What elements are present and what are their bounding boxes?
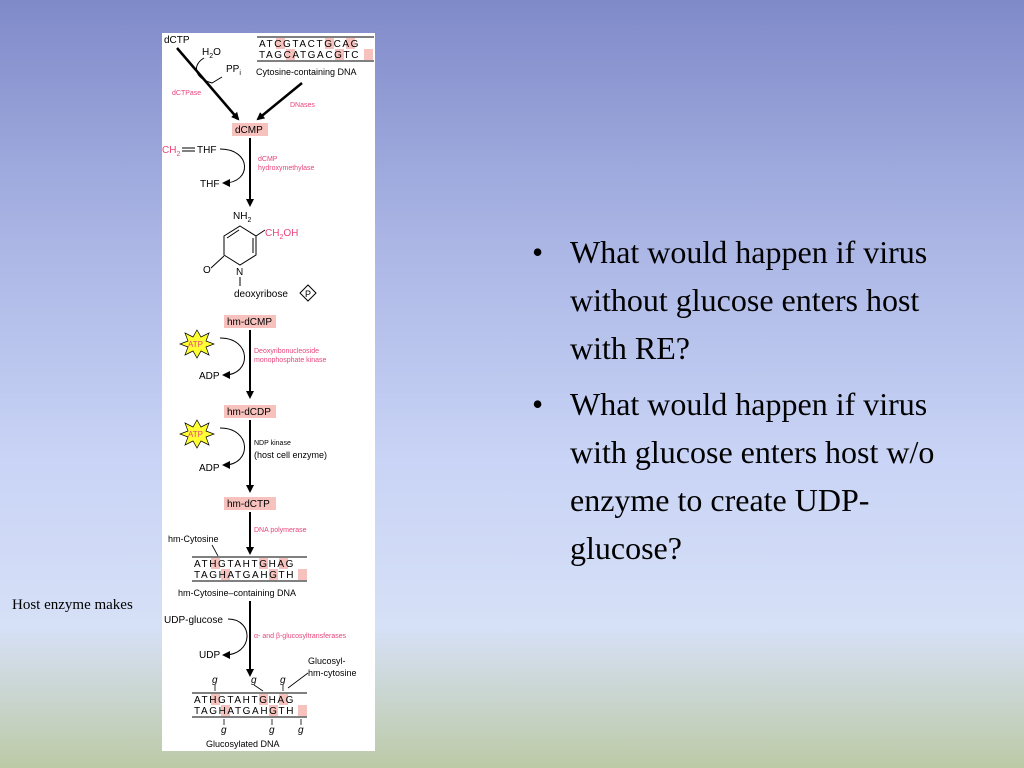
glucosylated-dna-label: Glucosylated DNA [206, 739, 280, 749]
h-highlight [259, 558, 268, 569]
atp-burst-icon [179, 419, 215, 449]
c-highlight [276, 38, 285, 49]
hm-dcmp-box [224, 315, 276, 328]
question-item: • What would happen if virus without glu… [532, 228, 952, 372]
h-highlight [211, 694, 220, 705]
enzyme-2-line2: monophosphate kinase [254, 357, 326, 364]
h-highlight [221, 569, 230, 580]
hm-dna-strand-bottom: TAGHATGAHGTH [194, 570, 295, 581]
atp-label: ATP [188, 430, 203, 439]
pathway-diagram: dCTP H2O PPi dCTPase ATCGTACTGCAG TAGCAT… [162, 33, 375, 751]
glucosyl-label-line1: Glucosyl- [308, 656, 346, 666]
glucose-g: g [298, 725, 304, 736]
hm-dcdp-label: hm-dCDP [227, 407, 271, 418]
c-highlight [346, 38, 355, 49]
host-enzyme-caption: Host enzyme makes [12, 597, 133, 613]
question-text: What would happen if virus with glucose … [570, 386, 935, 566]
enzyme-3-line2: (host cell enzyme) [254, 450, 327, 460]
hm-dcdp-box [224, 405, 276, 418]
question-item: • What would happen if virus with glucos… [532, 380, 952, 572]
h-highlight [269, 705, 278, 716]
glucose-g: g [280, 675, 286, 686]
atp-burst-icon [179, 329, 215, 359]
dna-strand-bottom: TAGCATGACGTC [259, 50, 360, 61]
ppi-label: PPi [226, 64, 241, 77]
glucose-g: g [221, 725, 227, 736]
gluc-dna-strand-bottom: TAGHATGAHGTH [194, 706, 295, 717]
dcmp-label: dCMP [235, 125, 263, 136]
h-highlight [298, 705, 307, 716]
enzyme-2-line1: Deoxyribonucleoside [254, 348, 319, 355]
gluc-dna-strand-top: ATHGTAHTGHAG [194, 695, 295, 706]
thf-curve [219, 148, 245, 187]
enzyme-1-line1: dCMP [258, 156, 278, 163]
dctpase-label: dCTPase [172, 90, 201, 97]
c-highlight [364, 49, 373, 60]
h-highlight [221, 705, 230, 716]
ch2-label: CH2 [162, 145, 180, 158]
enzyme-1-line2: hydroxymethylase [258, 165, 315, 172]
water-curve [196, 57, 223, 84]
c-highlight [335, 49, 344, 60]
oxygen-label: O [203, 265, 211, 276]
hm-dcmp-label: hm-dCMP [227, 317, 272, 328]
atp-label: ATP [188, 340, 203, 349]
atp-curve [219, 427, 245, 469]
ch2oh-label: CH2OH [265, 228, 298, 241]
dna-strand-top: ATCGTACTGCAG [259, 39, 360, 50]
dnases-label: DNases [290, 102, 315, 109]
enzyme-3-line1: NDP kinase [254, 440, 291, 447]
glucosyltransferase-label: α- and β-glucosyltransferases [254, 633, 347, 640]
thf-in-label: THF [197, 145, 216, 156]
deoxyribose-label: deoxyribose [234, 289, 288, 300]
hm-dctp-box [224, 497, 276, 510]
cytosine-dna-label: Cytosine-containing DNA [256, 67, 357, 77]
water-label: H2O [202, 47, 221, 60]
glucose-g: g [251, 675, 257, 686]
glucosyl-label-line2: hm-cytosine [308, 668, 357, 678]
udp-label: UDP [199, 650, 220, 661]
question-list: • What would happen if virus without glu… [532, 228, 952, 580]
h-highlight [279, 694, 288, 705]
bullet-icon: • [532, 386, 544, 422]
thf-out-label: THF [200, 179, 219, 190]
udp-glucose-label: UDP-glucose [164, 615, 223, 626]
dnases-arrow [256, 82, 303, 121]
bullet-icon: • [532, 234, 544, 270]
hm-dctp-label: hm-dCTP [227, 499, 270, 510]
h-highlight [269, 569, 278, 580]
h-highlight [298, 569, 307, 580]
udp-curve [222, 618, 248, 659]
h-highlight [211, 558, 220, 569]
atp-curve [219, 337, 245, 379]
hm-dna-label: hm-Cytosine–containing DNA [178, 588, 296, 598]
adp-label: ADP [199, 463, 220, 474]
glucose-g: g [212, 675, 218, 686]
nitrogen-label: N [236, 267, 243, 278]
dctp-label: dCTP [164, 35, 190, 46]
question-text: What would happen if virus without gluco… [570, 234, 928, 366]
h-highlight [279, 558, 288, 569]
glucose-g: g [269, 725, 275, 736]
dctp-arrow [176, 47, 240, 121]
polymerase-label: DNA polymerase [254, 527, 307, 534]
adp-label: ADP [199, 371, 220, 382]
phosphate-diamond [299, 284, 317, 302]
h-highlight [259, 694, 268, 705]
hm-dna-strand-top: ATHGTAHTGHAG [194, 559, 295, 570]
dcmp-box [232, 123, 268, 136]
pyrimidine-ring [223, 225, 257, 266]
nh2-label: NH2 [233, 211, 251, 224]
hm-cytosine-label: hm-Cytosine [168, 534, 219, 544]
c-highlight [286, 49, 295, 60]
c-highlight [325, 38, 334, 49]
phosphate-label: P [305, 289, 311, 299]
